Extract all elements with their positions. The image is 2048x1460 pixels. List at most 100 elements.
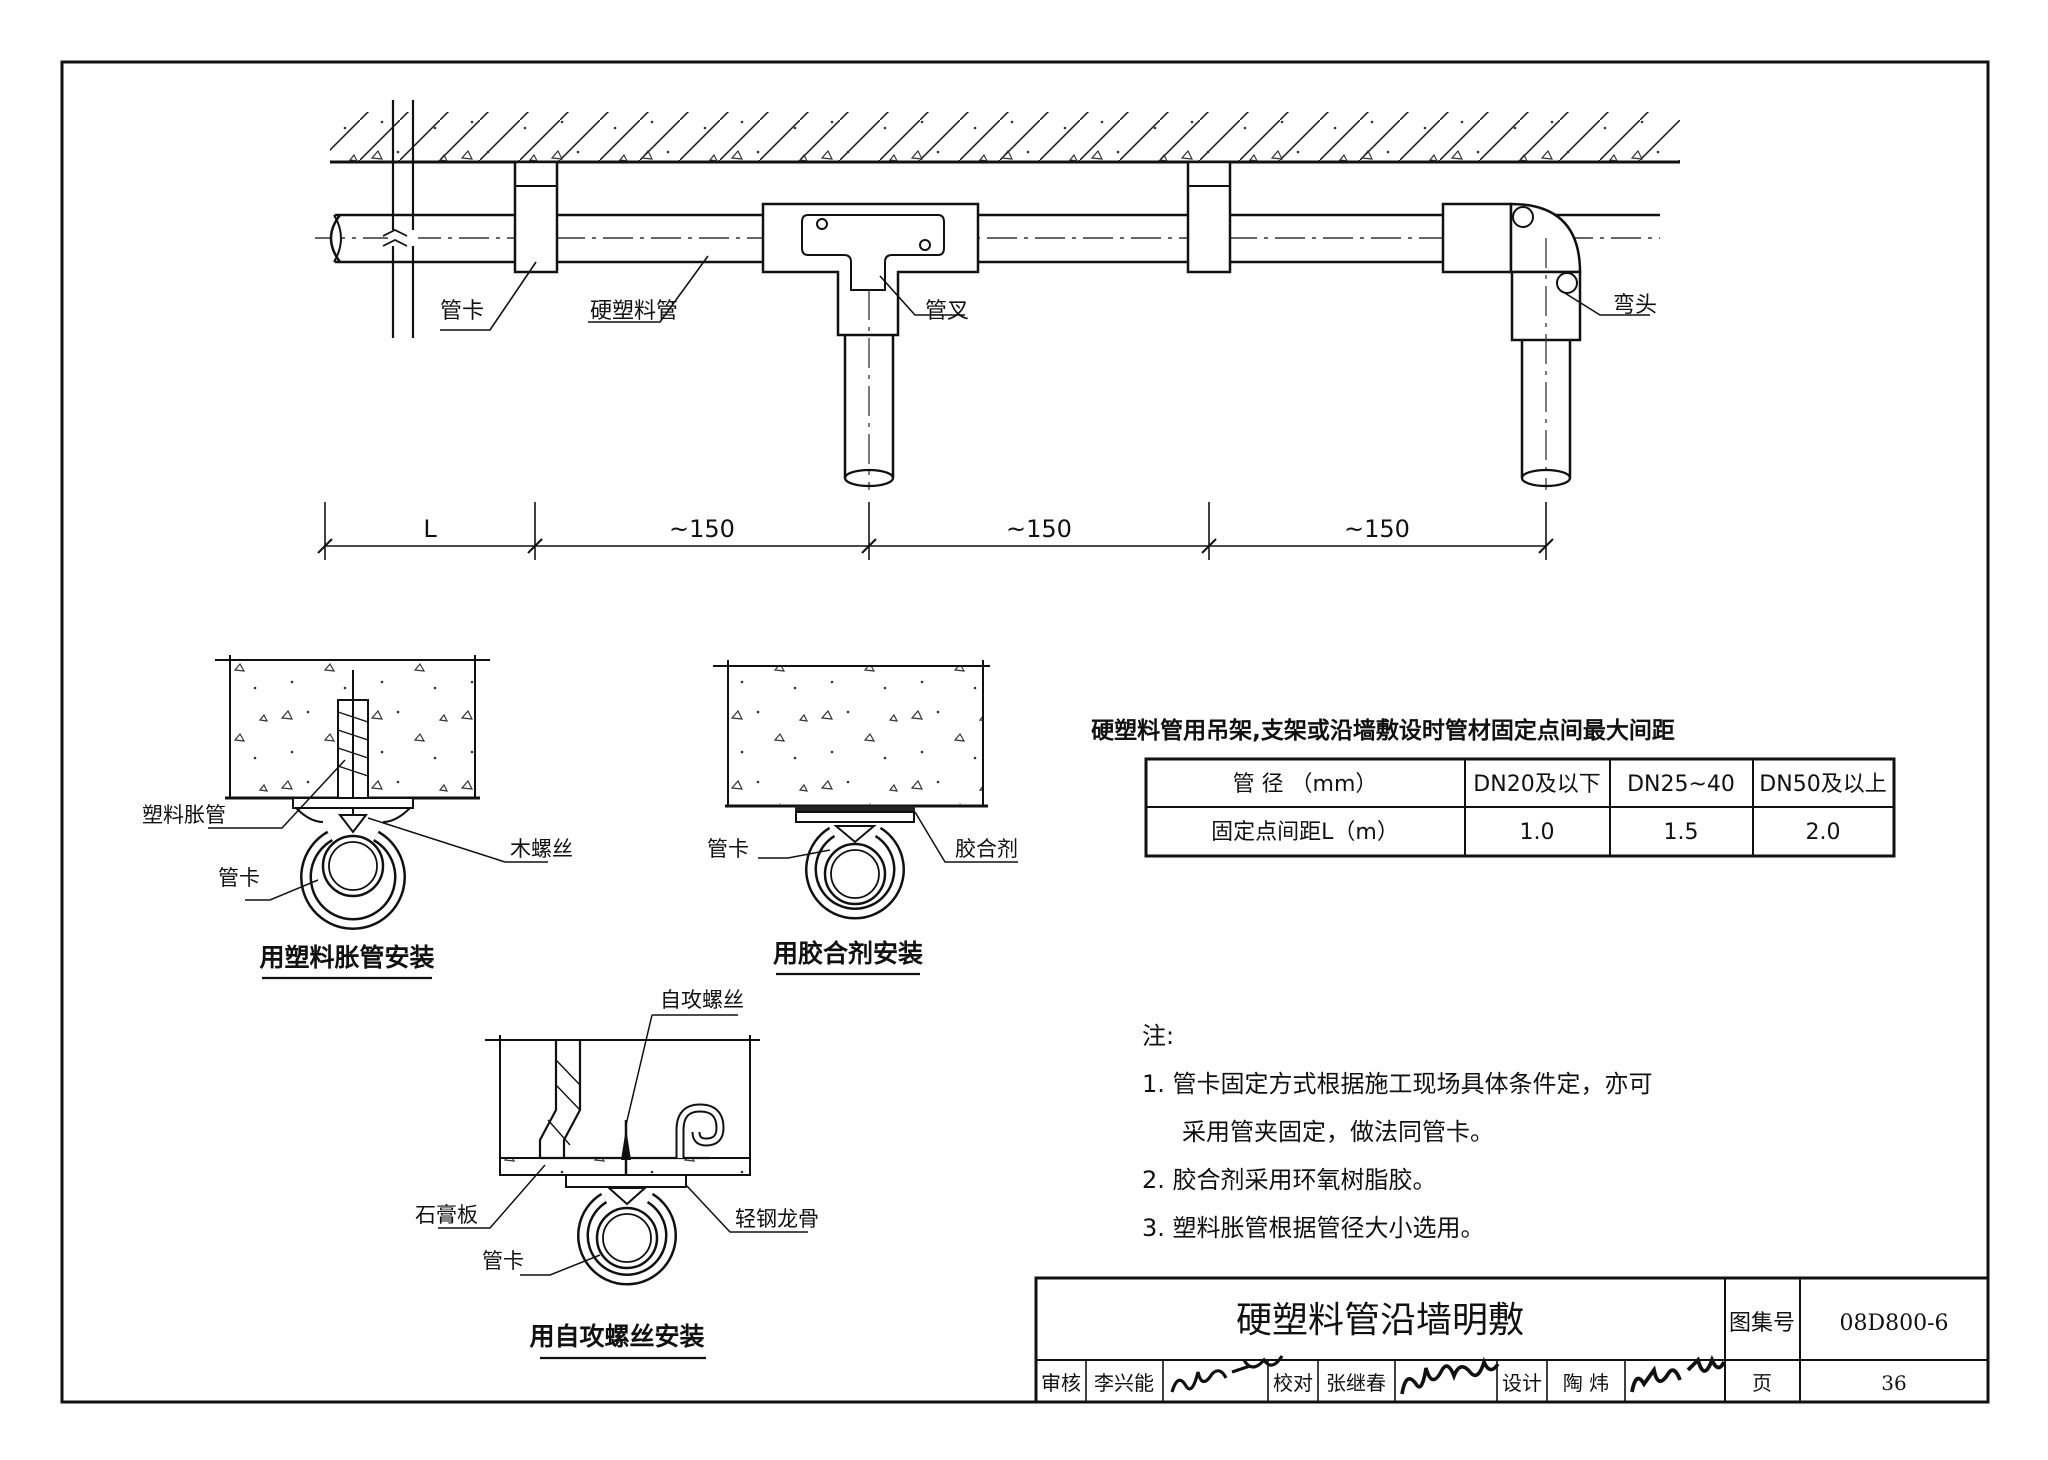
detail3-leader-screw <box>625 1014 653 1126</box>
dim-label-1: ~150 <box>669 515 735 543</box>
dim-tick-5 <box>1538 538 1554 554</box>
reviewer-name: 李兴能 <box>1094 1371 1154 1395</box>
detail2-leader-clamp <box>758 849 831 859</box>
signature-reviewer <box>1170 1355 1284 1393</box>
detail3-label-board: 石膏板 <box>415 1203 478 1227</box>
leader-elbow <box>1559 289 1650 316</box>
title-block-frame <box>1034 1276 1990 1404</box>
detail2-label-glue: 胶合剂 <box>955 837 1018 861</box>
detail2-caption: 用胶合剂安装 <box>773 939 923 968</box>
review-label: 审核 <box>1041 1371 1081 1395</box>
detail1-label-clamp: 管卡 <box>218 866 260 890</box>
table-header-dn20: DN20及以下 <box>1473 772 1600 797</box>
detail-glue: 管卡 胶合剂 用胶合剂安装 <box>707 660 1018 976</box>
main-pipe-diagram: 管卡 硬塑料管 管叉 弯头 L ~150 ~150 ~150 <box>315 100 1680 560</box>
detail3-leader-keel <box>685 1184 808 1233</box>
detail2-leader-glue <box>914 811 1018 863</box>
atlas-label: 图集号 <box>1729 1311 1795 1336</box>
table-cell-dn20: 1.0 <box>1520 820 1555 845</box>
leader-clamp <box>440 261 537 331</box>
design-label: 设计 <box>1502 1371 1542 1395</box>
detail1-clamp-plate <box>292 797 414 809</box>
detail2-pipe-outer <box>823 842 887 906</box>
pipe-clamp-1 <box>513 160 559 274</box>
leader-pipe <box>588 255 709 323</box>
elbow-screw-1 <box>1512 206 1534 228</box>
pipe-clamp-2 <box>1186 160 1232 274</box>
detail1-leader-anchor <box>208 759 346 829</box>
detail1-leader-clamp <box>245 879 319 901</box>
label-elbow: 弯头 <box>1613 293 1657 318</box>
ceiling-slab-texture <box>330 112 1680 162</box>
table-row-label: 固定点间距L（m） <box>1211 820 1399 845</box>
conduit-break-mark <box>382 228 408 237</box>
note-1: 1. 管卡固定方式根据施工现场具体条件定，亦可 <box>1142 1070 1653 1098</box>
signature-checker <box>1400 1356 1500 1395</box>
elbow-socket-h <box>1441 202 1513 274</box>
detail3-keel-hatch <box>547 1059 581 1146</box>
elbow-screw-2 <box>1556 272 1578 294</box>
title-block: 硬塑料管沿墙明敷 图集号 08D800-6 审核 李兴能 校对 张继春 设计 陶… <box>1034 1276 1990 1404</box>
detail1-pipe-outer <box>321 834 385 898</box>
detail1-leader-screw <box>367 817 548 863</box>
pipe-tee-cover <box>801 214 945 291</box>
table-header-dn50: DN50及以上 <box>1759 772 1886 797</box>
detail3-pipe-outer <box>595 1206 659 1270</box>
elbow-pipe-break <box>1520 468 1572 488</box>
drawing-title: 硬塑料管沿墙明敷 <box>1236 1300 1524 1341</box>
conduit-break-mark-2 <box>382 238 408 247</box>
detail2-label-clamp: 管卡 <box>707 837 749 861</box>
detail3-screw-tip <box>621 1128 631 1160</box>
detail3-pipe-inner <box>602 1213 652 1263</box>
detail3-keel-hook-inner <box>677 1105 723 1158</box>
pipe-break-end <box>329 214 342 263</box>
detail1-caption: 用塑料胀管安装 <box>259 943 434 972</box>
detail2-pipe-inner <box>830 849 880 899</box>
note-2: 2. 胶合剂采用环氧树脂胶。 <box>1142 1166 1437 1194</box>
page-number: 36 <box>1881 1371 1906 1395</box>
sheet-border <box>60 60 1990 1404</box>
dim-label-L: L <box>423 515 437 543</box>
detail3-leader-clamp <box>520 1254 601 1276</box>
tee-screw-1 <box>816 218 828 230</box>
signature-designer <box>1630 1354 1726 1393</box>
checker-name: 张继春 <box>1326 1371 1386 1395</box>
label-pipe: 硬塑料管 <box>590 299 678 324</box>
detail1-label-anchor: 塑料胀管 <box>142 803 226 827</box>
label-clamp: 管卡 <box>440 299 484 324</box>
detail3-caption: 用自攻螺丝安装 <box>529 1322 704 1351</box>
dim-tick-4 <box>1201 538 1217 554</box>
detail-plastic-anchor: 塑料胀管 木螺丝 管卡 用塑料胀管安装 <box>142 655 573 980</box>
table-cell-dn25-40: 1.5 <box>1664 820 1699 845</box>
detail2-glue-layer <box>795 806 915 812</box>
dim-tick-3 <box>861 538 877 554</box>
detail3-label-screw: 自攻螺丝 <box>660 988 744 1012</box>
table-header-dn25-40: DN25~40 <box>1627 772 1735 797</box>
detail3-leader-board <box>438 1164 546 1229</box>
detail3-clamp-ring-inner <box>579 1195 675 1284</box>
note-1-cont: 采用管夹固定，做法同管卡。 <box>1182 1118 1494 1146</box>
detail1-label-screw: 木螺丝 <box>510 837 573 861</box>
notes-heading: 注: <box>1142 1022 1174 1050</box>
detail1-clamp-ring-inner <box>302 832 404 928</box>
detail1-pipe-inner <box>328 841 378 891</box>
detail3-screw-head <box>606 1187 648 1206</box>
dim-tick-2 <box>527 538 543 554</box>
check-label: 校对 <box>1273 1371 1313 1395</box>
pipe-break-end-inner <box>333 214 342 263</box>
dim-tick-1 <box>317 538 333 554</box>
table-cell-dn50: 2.0 <box>1806 820 1841 845</box>
conduit-break-gap <box>388 230 418 246</box>
dim-label-3: ~150 <box>1344 515 1410 543</box>
label-tee: 管叉 <box>925 299 969 324</box>
pipe-tee-fitting <box>761 202 980 337</box>
table-header-diameter: 管 径 （mm） <box>1233 772 1378 797</box>
detail3-clamp-plate <box>565 1174 687 1188</box>
detail3-label-clamp: 管卡 <box>482 1249 524 1273</box>
detail3-label-keel: 轻钢龙骨 <box>735 1207 819 1231</box>
detail2-concrete <box>728 666 983 804</box>
detail1-screw-head <box>337 814 369 834</box>
spacing-table: 硬塑料管用吊架,支架或沿墙敷设时管材固定点间最大间距 管 径 （mm） DN20… <box>1091 717 1896 858</box>
page-label: 页 <box>1752 1371 1772 1395</box>
